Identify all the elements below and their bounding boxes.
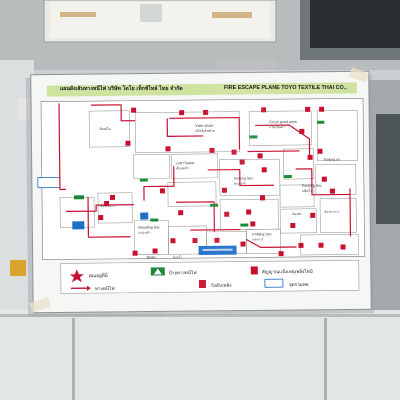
top-tape-left (60, 12, 96, 17)
label-packing-th: แพ็คกิ้ง (302, 187, 312, 193)
exit-signs (73, 120, 325, 227)
left-bracket-bottom (10, 260, 26, 276)
left-bracket-top (18, 98, 30, 120)
label-link-sewer-th: เย็บถุงเท้า (176, 164, 190, 171)
extinguisher-icon (198, 279, 206, 289)
top-tape-right (212, 12, 252, 18)
legend-strip (60, 260, 360, 294)
label-packing: Packing Sec (302, 184, 322, 188)
label-yarn-store: Yarn store (195, 123, 214, 128)
legend-you-are-here: คุณอยู่ที่นี่ (89, 272, 109, 279)
label-toilet: ห้องน้ำ (173, 254, 183, 259)
label-room: ห้องเก็บ (99, 125, 110, 131)
right-window-dark (376, 114, 400, 224)
alarm-icon (250, 266, 258, 275)
label-boarding: Boarding Sec (138, 225, 160, 229)
legend-extinguisher: ถังดับเพลิง (211, 282, 232, 289)
cabinet-line (0, 314, 400, 317)
tape-bottom-left (28, 296, 52, 314)
label-knitting-1: Knitting Sec (234, 176, 253, 180)
label-finish-goods: Finish good store (269, 120, 297, 124)
legend-assembly: จุดรวมพล (289, 282, 309, 288)
alarm-markers (98, 106, 346, 257)
legend-exit-sign: ป้ายทางหนีไฟ (169, 269, 197, 276)
running-man-icon (153, 268, 162, 275)
blue-marker-1 (140, 212, 149, 220)
assembly-point-icon (264, 278, 284, 288)
blue-marker-3 (37, 177, 61, 189)
sign-title-thai: แผนผังเส้นทางหนีไฟ บริษัท โตโย เท็กซ์ไทล… (60, 86, 183, 92)
top-panel-mark (140, 4, 162, 22)
cabinet-divider-1 (72, 318, 75, 400)
ceiling-grid (310, 0, 400, 48)
cabinet-divider-2 (324, 318, 327, 400)
sign-title-english: FIRE ESCAPE PLANE TOYO TEXTILE THAI CO., (224, 85, 347, 91)
you-are-here-icon (69, 269, 84, 283)
label-link-sewer: Link+Sewer (176, 161, 196, 165)
water-stripe (202, 248, 233, 251)
label-parking: Parking lot (324, 158, 340, 162)
legend-alarm: สัญญาณแจ้งเหตุเพลิงไหม้ (262, 268, 313, 276)
title-band (46, 82, 357, 97)
blue-marker-2 (72, 221, 85, 230)
cabinet (0, 310, 400, 400)
tape-top-right (348, 67, 370, 83)
label-knitting-2-th: แผนก 2 (252, 237, 263, 241)
glass-reflection (161, 60, 278, 320)
label-yarn-store-th: สโตร์เส้นด้าย (195, 128, 215, 133)
label-boiler: Boiler (147, 255, 157, 259)
exit-route-arrow-icon (86, 285, 91, 291)
label-knitting-1-th: ทอถุงเท้า (234, 182, 247, 187)
label-boarding-th: อบถุงเท้า (138, 231, 151, 236)
label-rest: ห้องพัก (292, 212, 302, 216)
label-knitting-2: Knitting Sec (252, 232, 271, 236)
legend-exit-route: ทางหนีไฟ (95, 285, 115, 292)
label-finish-goods-th: สโตร์สินค้า (269, 124, 285, 129)
label-canteen: ห้องอาหาร (324, 210, 339, 214)
label-office: ห้องอาคาร (100, 204, 115, 208)
exit-routes (58, 103, 352, 248)
fire-escape-sign: Yarn store สโตร์เส้นด้าย Finish good sto… (25, 70, 375, 317)
